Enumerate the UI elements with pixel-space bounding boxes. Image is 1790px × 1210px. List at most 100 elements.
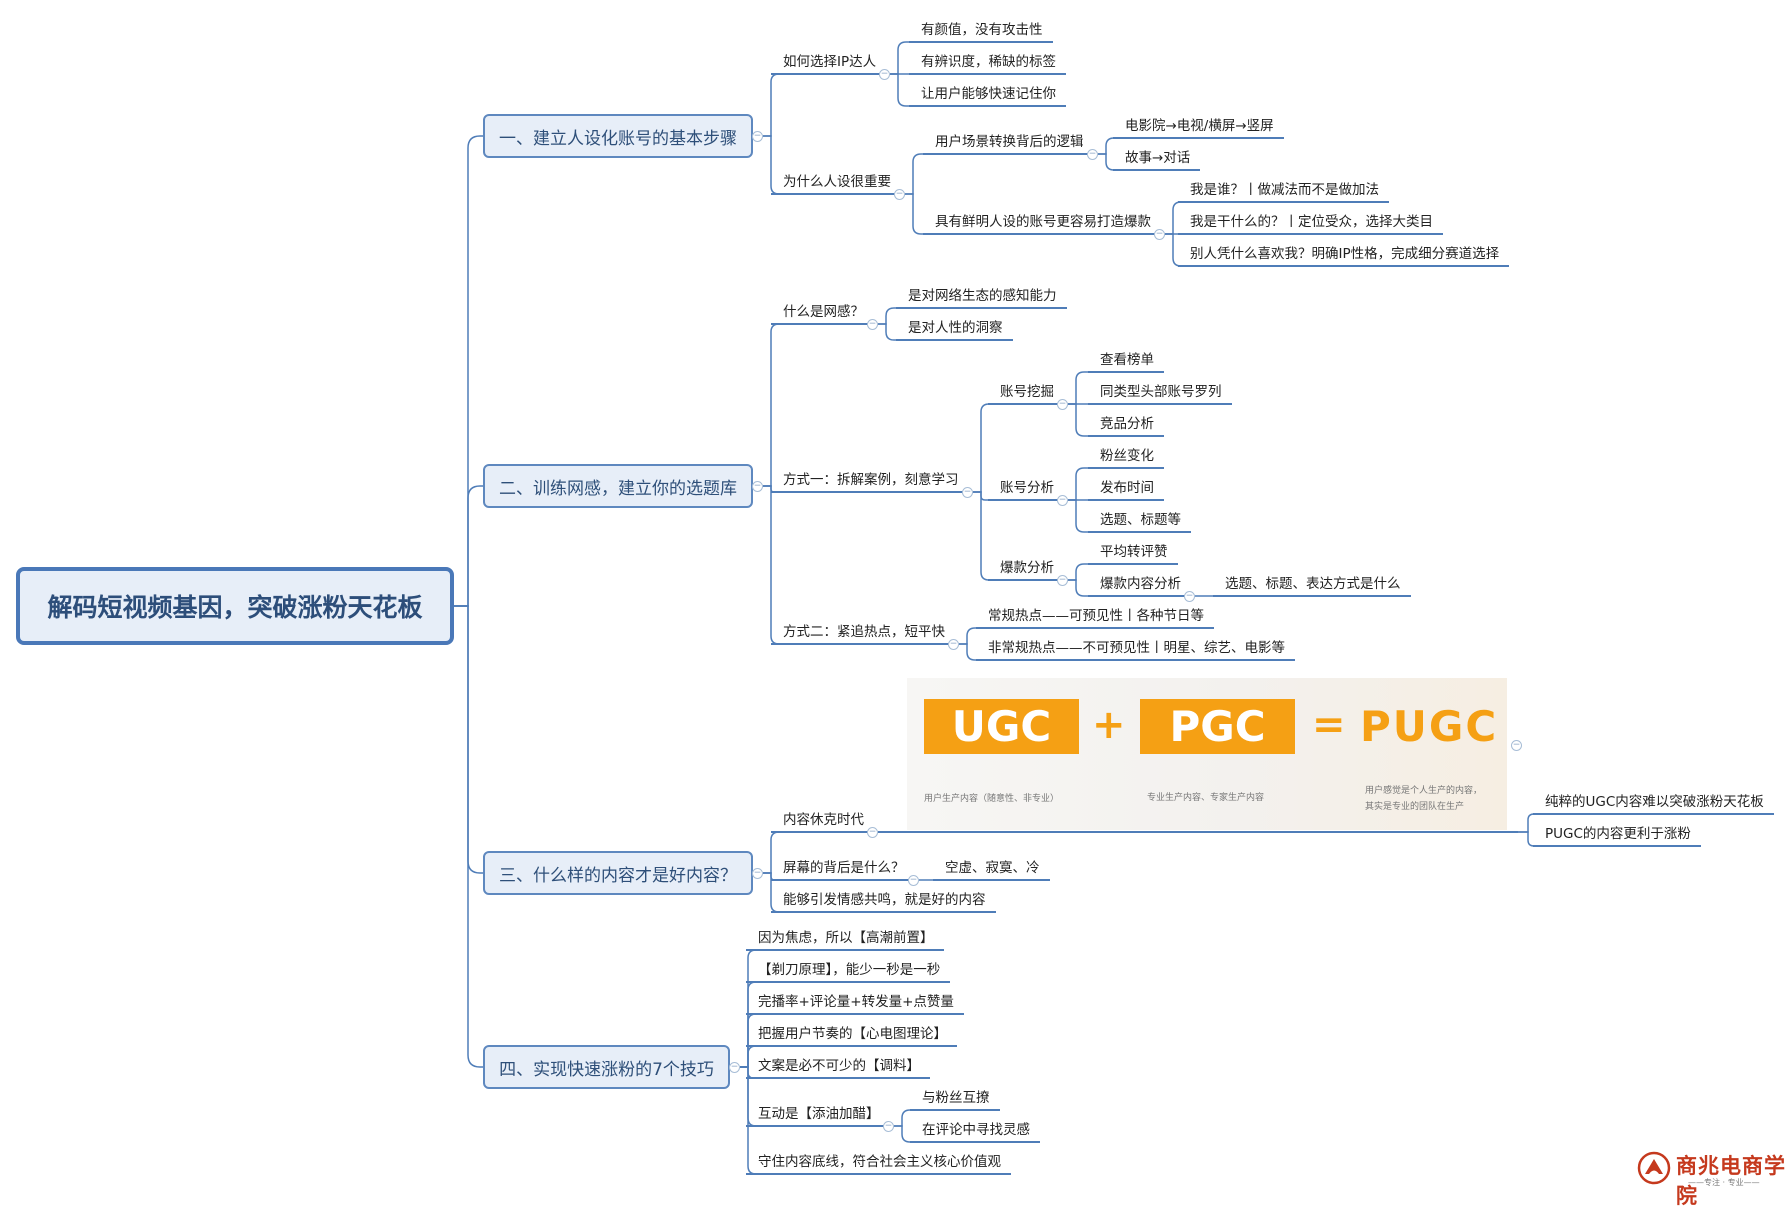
leaf-emotional-resonance[interactable]: 能够引发情感共鸣，就是好的内容 [783, 892, 986, 908]
leaf-story-dialog[interactable]: 故事→对话 [1125, 150, 1191, 166]
equals-sign: = [1312, 702, 1346, 748]
branch-web-sense-link-2 [763, 485, 780, 645]
root-link-1 [454, 485, 483, 607]
node-choose-ip[interactable]: 如何选择IP达人 [783, 54, 877, 70]
leaf-human-insight[interactable]: 是对人性的洞察 [908, 320, 1003, 336]
node-account-mining-collapse-icon[interactable]: − [1057, 399, 1068, 410]
node-why-persona[interactable]: 为什么人设很重要 [783, 174, 891, 190]
root-link-3 [454, 605, 483, 1068]
node-distinct-persona-link-0 [1165, 201, 1182, 235]
branch-growth-tips-link-3 [740, 1045, 757, 1068]
leaf-good-looking[interactable]: 有颜值，没有攻击性 [921, 22, 1043, 38]
node-content-shock-collapse-icon[interactable]: − [867, 827, 878, 838]
node-account-mining-link-0 [1068, 371, 1088, 405]
node-content-shock[interactable]: 内容休克时代 [783, 812, 864, 828]
leaf-cinema-screen[interactable]: 电影院→电视/横屏→竖屏 [1125, 118, 1274, 134]
node-tip-interaction-collapse-icon[interactable]: − [883, 1121, 894, 1132]
node-account-mining-link-2 [1068, 403, 1088, 437]
node-what-is-web-sense[interactable]: 什么是网感？ [783, 304, 864, 320]
branch-persona-account-collapse-icon[interactable]: − [752, 131, 763, 142]
leaf-competitors[interactable]: 竞品分析 [1100, 416, 1154, 432]
pgc-box: PGC [1140, 699, 1295, 754]
branch-web-sense[interactable]: 二、训练网感，建立你的选题库 [483, 464, 753, 508]
leaf-irregular-hotspot[interactable]: 非常规热点——不可预见性丨明星、综艺、电影等 [988, 640, 1285, 656]
node-method-one-collapse-icon[interactable]: − [962, 487, 973, 498]
branch-good-content[interactable]: 三、什么样的内容才是好内容？ [483, 851, 753, 895]
ugc-pgc-pugc-image: UGC + PGC = PUGC 用户生产内容（随意性、非专业） 专业生产内容、… [907, 678, 1507, 830]
leaf-rankings[interactable]: 查看榜单 [1100, 352, 1154, 368]
leaf-topic-expression[interactable]: 选题、标题、表达方式是什么 [1225, 576, 1401, 592]
node-what-is-web-sense-collapse-icon[interactable]: − [867, 319, 878, 330]
logo-tagline: ——专注 · 专业—— [1688, 1178, 1760, 1187]
content-shock-link-1 [1518, 831, 1535, 847]
leaf-who-am-i[interactable]: 我是谁？丨做减法而不是做加法 [1190, 182, 1379, 198]
node-what-is-web-sense-link-0 [878, 307, 896, 325]
pugc-caption-line1: 用户感觉是个人生产的内容， [1365, 786, 1483, 796]
leaf-pugc-better[interactable]: PUGC的内容更利于涨粉 [1545, 826, 1691, 842]
node-method-two-link-0 [959, 627, 976, 645]
leaf-memorable[interactable]: 让用户能够快速记住你 [921, 86, 1056, 102]
branch-web-sense-collapse-icon[interactable]: − [752, 481, 763, 492]
node-method-two[interactable]: 方式二：紧追热点，短平快 [783, 624, 945, 640]
leaf-tip-bottom-line[interactable]: 守住内容底线，符合社会主义核心价值观 [758, 1154, 1001, 1170]
branch-persona-account[interactable]: 一、建立人设化账号的基本步骤 [483, 114, 753, 158]
node-tip-interaction-link-1 [894, 1125, 911, 1143]
node-hit-analysis[interactable]: 爆款分析 [1000, 560, 1054, 576]
node-behind-screen-collapse-icon[interactable]: − [908, 875, 919, 886]
leaf-tip-copywriting[interactable]: 文案是必不可少的【调料】 [758, 1058, 920, 1074]
leaf-what-do-i-do[interactable]: 我是干什么的？丨定位受众，选择大类目 [1190, 214, 1433, 230]
node-choose-ip-collapse-icon[interactable]: − [879, 69, 890, 80]
branch-web-sense-link-1 [763, 485, 775, 493]
node-account-mining[interactable]: 账号挖掘 [1000, 384, 1054, 400]
node-scene-logic-collapse-icon[interactable]: − [1087, 149, 1098, 160]
node-distinct-persona-collapse-icon[interactable]: − [1154, 229, 1165, 240]
branch-growth-tips-link-2 [740, 1013, 757, 1068]
node-hit-analysis-collapse-icon[interactable]: − [1057, 575, 1068, 586]
branch-growth-tips-collapse-icon[interactable]: − [729, 1062, 740, 1073]
leaf-comment-inspiration[interactable]: 在评论中寻找灵感 [922, 1122, 1030, 1138]
node-why-persona-link-0 [905, 153, 923, 195]
branch-good-content-link-0 [763, 831, 780, 874]
ugc-caption: 用户生产内容（随意性、非专业） [924, 794, 1060, 804]
node-tip-interaction[interactable]: 互动是【添油加醋】 [758, 1106, 880, 1122]
leaf-tease-fans[interactable]: 与粉丝互撩 [922, 1090, 990, 1106]
node-account-analysis-link-2 [1068, 499, 1088, 533]
pugc-caption-line2: 其实是专业的团队在生产 [1365, 802, 1465, 812]
node-hit-content[interactable]: 爆款内容分析 [1100, 576, 1181, 592]
node-why-persona-collapse-icon[interactable]: − [894, 189, 905, 200]
node-method-two-collapse-icon[interactable]: − [948, 639, 959, 650]
node-distinct-persona[interactable]: 具有鲜明人设的账号更容易打造爆款 [935, 214, 1151, 230]
leaf-distinctive[interactable]: 有辨识度，稀缺的标签 [921, 54, 1056, 70]
leaf-topics-titles[interactable]: 选题、标题等 [1100, 512, 1181, 528]
node-scene-logic[interactable]: 用户场景转换背后的逻辑 [935, 134, 1084, 150]
branch-growth-tips[interactable]: 四、实现快速涨粉的7个技巧 [483, 1045, 730, 1089]
leaf-empty-lonely[interactable]: 空虚、寂寞、冷 [945, 860, 1040, 876]
leaf-perception[interactable]: 是对网络生态的感知能力 [908, 288, 1057, 304]
branch-web-sense-link-0 [763, 323, 780, 487]
node-distinct-persona-link-2 [1165, 233, 1182, 267]
leaf-tip-razor[interactable]: 【剃刀原理】，能少一秒是一秒 [758, 962, 941, 978]
leaf-avg-engagement[interactable]: 平均转评赞 [1100, 544, 1168, 560]
node-account-analysis-link-0 [1068, 467, 1088, 501]
leaf-why-like-me[interactable]: 别人凭什么喜欢我？明确IP性格，完成细分赛道选择 [1190, 246, 1500, 262]
branch-good-content-collapse-icon[interactable]: − [752, 868, 763, 879]
leaf-top-accounts[interactable]: 同类型头部账号罗列 [1100, 384, 1222, 400]
node-behind-screen[interactable]: 屏幕的背后是什么？ [783, 860, 905, 876]
node-account-analysis-collapse-icon[interactable]: − [1057, 495, 1068, 506]
leaf-regular-hotspot[interactable]: 常规热点——可预见性丨各种节日等 [988, 608, 1204, 624]
plus-sign: + [1092, 702, 1126, 748]
leaf-tip-ecg[interactable]: 把握用户节奏的【心电图理论】 [758, 1026, 947, 1042]
leaf-publish-time[interactable]: 发布时间 [1100, 480, 1154, 496]
root-topic[interactable]: 解码短视频基因，突破涨粉天花板 [16, 567, 454, 645]
leaf-tip-metrics[interactable]: 完播率+评论量+转发量+点赞量 [758, 994, 954, 1010]
node-scene-logic-link-0 [1098, 137, 1115, 155]
node-account-analysis[interactable]: 账号分析 [1000, 480, 1054, 496]
leaf-fan-change[interactable]: 粉丝变化 [1100, 448, 1154, 464]
node-method-one[interactable]: 方式一：拆解案例，刻意学习 [783, 472, 959, 488]
node-hit-content-collapse-icon[interactable]: − [1184, 591, 1195, 602]
node-hit-analysis-link-0 [1068, 563, 1088, 581]
leaf-pure-ugc[interactable]: 纯粹的UGC内容难以突破涨粉天花板 [1545, 794, 1764, 810]
leaf-tip-climax-first[interactable]: 因为焦虑，所以【高潮前置】 [758, 930, 934, 946]
ugc-image-collapse-icon[interactable]: − [1511, 740, 1522, 751]
